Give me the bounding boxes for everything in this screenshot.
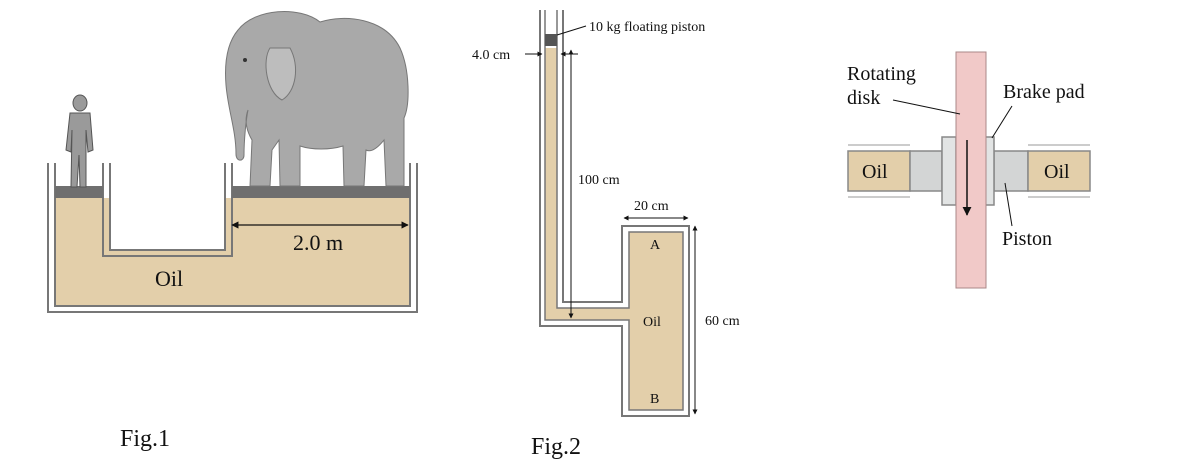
- width-label: 20 cm: [634, 199, 669, 214]
- fig1-hydraulic-lift: 2.0 m Oil: [47, 11, 418, 313]
- brake-pad-label: Brake pad: [1003, 81, 1085, 103]
- fig1-caption: Fig.1: [120, 426, 171, 452]
- tank-height-label: 60 cm: [705, 314, 740, 329]
- fig2-caption: Fig.2: [531, 434, 582, 460]
- rotating-disk-label-line2: disk: [847, 87, 880, 109]
- fig1-left-deck: [55, 186, 103, 198]
- person-figure: [65, 94, 94, 188]
- fig2-oil-label: Oil: [643, 315, 661, 330]
- oil-left-label: Oil: [862, 161, 888, 183]
- fig1-dimension-label: 2.0 m: [293, 230, 343, 255]
- elephant-figure: [225, 11, 409, 187]
- floating-piston: [545, 34, 557, 46]
- piston-label: 10 kg floating piston: [589, 20, 705, 35]
- point-b-label: B: [650, 392, 659, 407]
- diameter-label: 4.0 cm: [472, 48, 510, 63]
- fig1-oil-label: Oil: [155, 266, 183, 291]
- fig2-horizontal-oil: [545, 308, 629, 320]
- rotating-disk: [955, 51, 987, 289]
- fig2-tank-oil: [629, 232, 683, 410]
- fig2-piston-tank: 10 kg floating piston 4.0 cm 100 cm 20 c…: [472, 10, 740, 417]
- right-oil-cylinder: [1027, 150, 1091, 192]
- fig3-disk-brake: Rotating disk Brake pad Piston Oil Oil: [847, 51, 1091, 289]
- piston-label-fig3: Piston: [1002, 228, 1052, 250]
- oil-right-label: Oil: [1044, 161, 1070, 183]
- fig2-vessel-outline: [539, 10, 690, 417]
- fig1-right-deck: [232, 186, 410, 198]
- fig1-tank-outline: [47, 163, 418, 313]
- height-label: 100 cm: [578, 173, 620, 188]
- rotating-disk-label-line1: Rotating: [847, 63, 916, 85]
- left-oil-cylinder: [847, 150, 911, 192]
- left-piston: [909, 150, 943, 192]
- fig2-tube-oil: [545, 48, 557, 314]
- fig1-center-well: [102, 163, 233, 257]
- right-piston: [993, 150, 1029, 192]
- point-a-label: A: [650, 238, 661, 253]
